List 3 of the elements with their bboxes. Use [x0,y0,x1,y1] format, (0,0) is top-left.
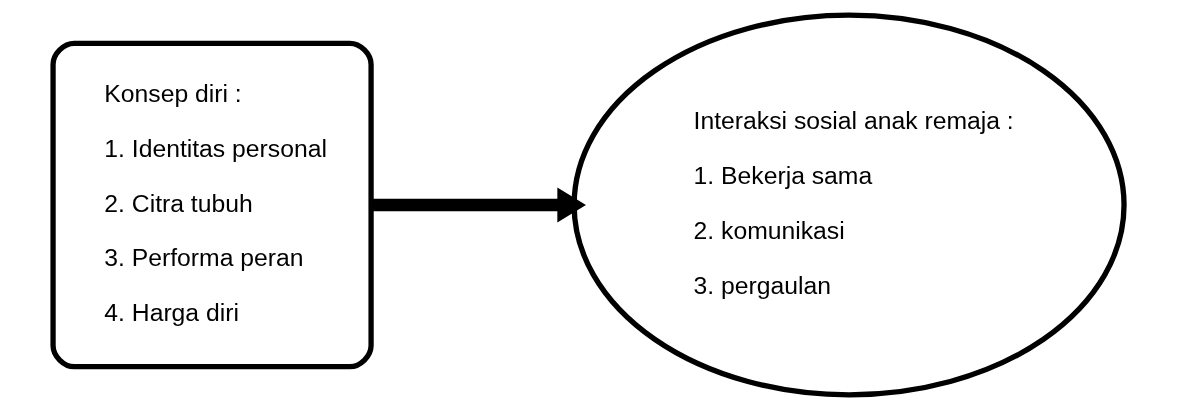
arrow [371,187,586,223]
node-ellipse: Interaksi sosial anak remaja : 1. Bekerja sama 2. komunikasi 3. pergaulan [571,12,1127,398]
node-box: Konsep diri : 1. Identitas personal 2. Citra tubuh 3. Performa peran 4. Harga diri [50,40,374,370]
